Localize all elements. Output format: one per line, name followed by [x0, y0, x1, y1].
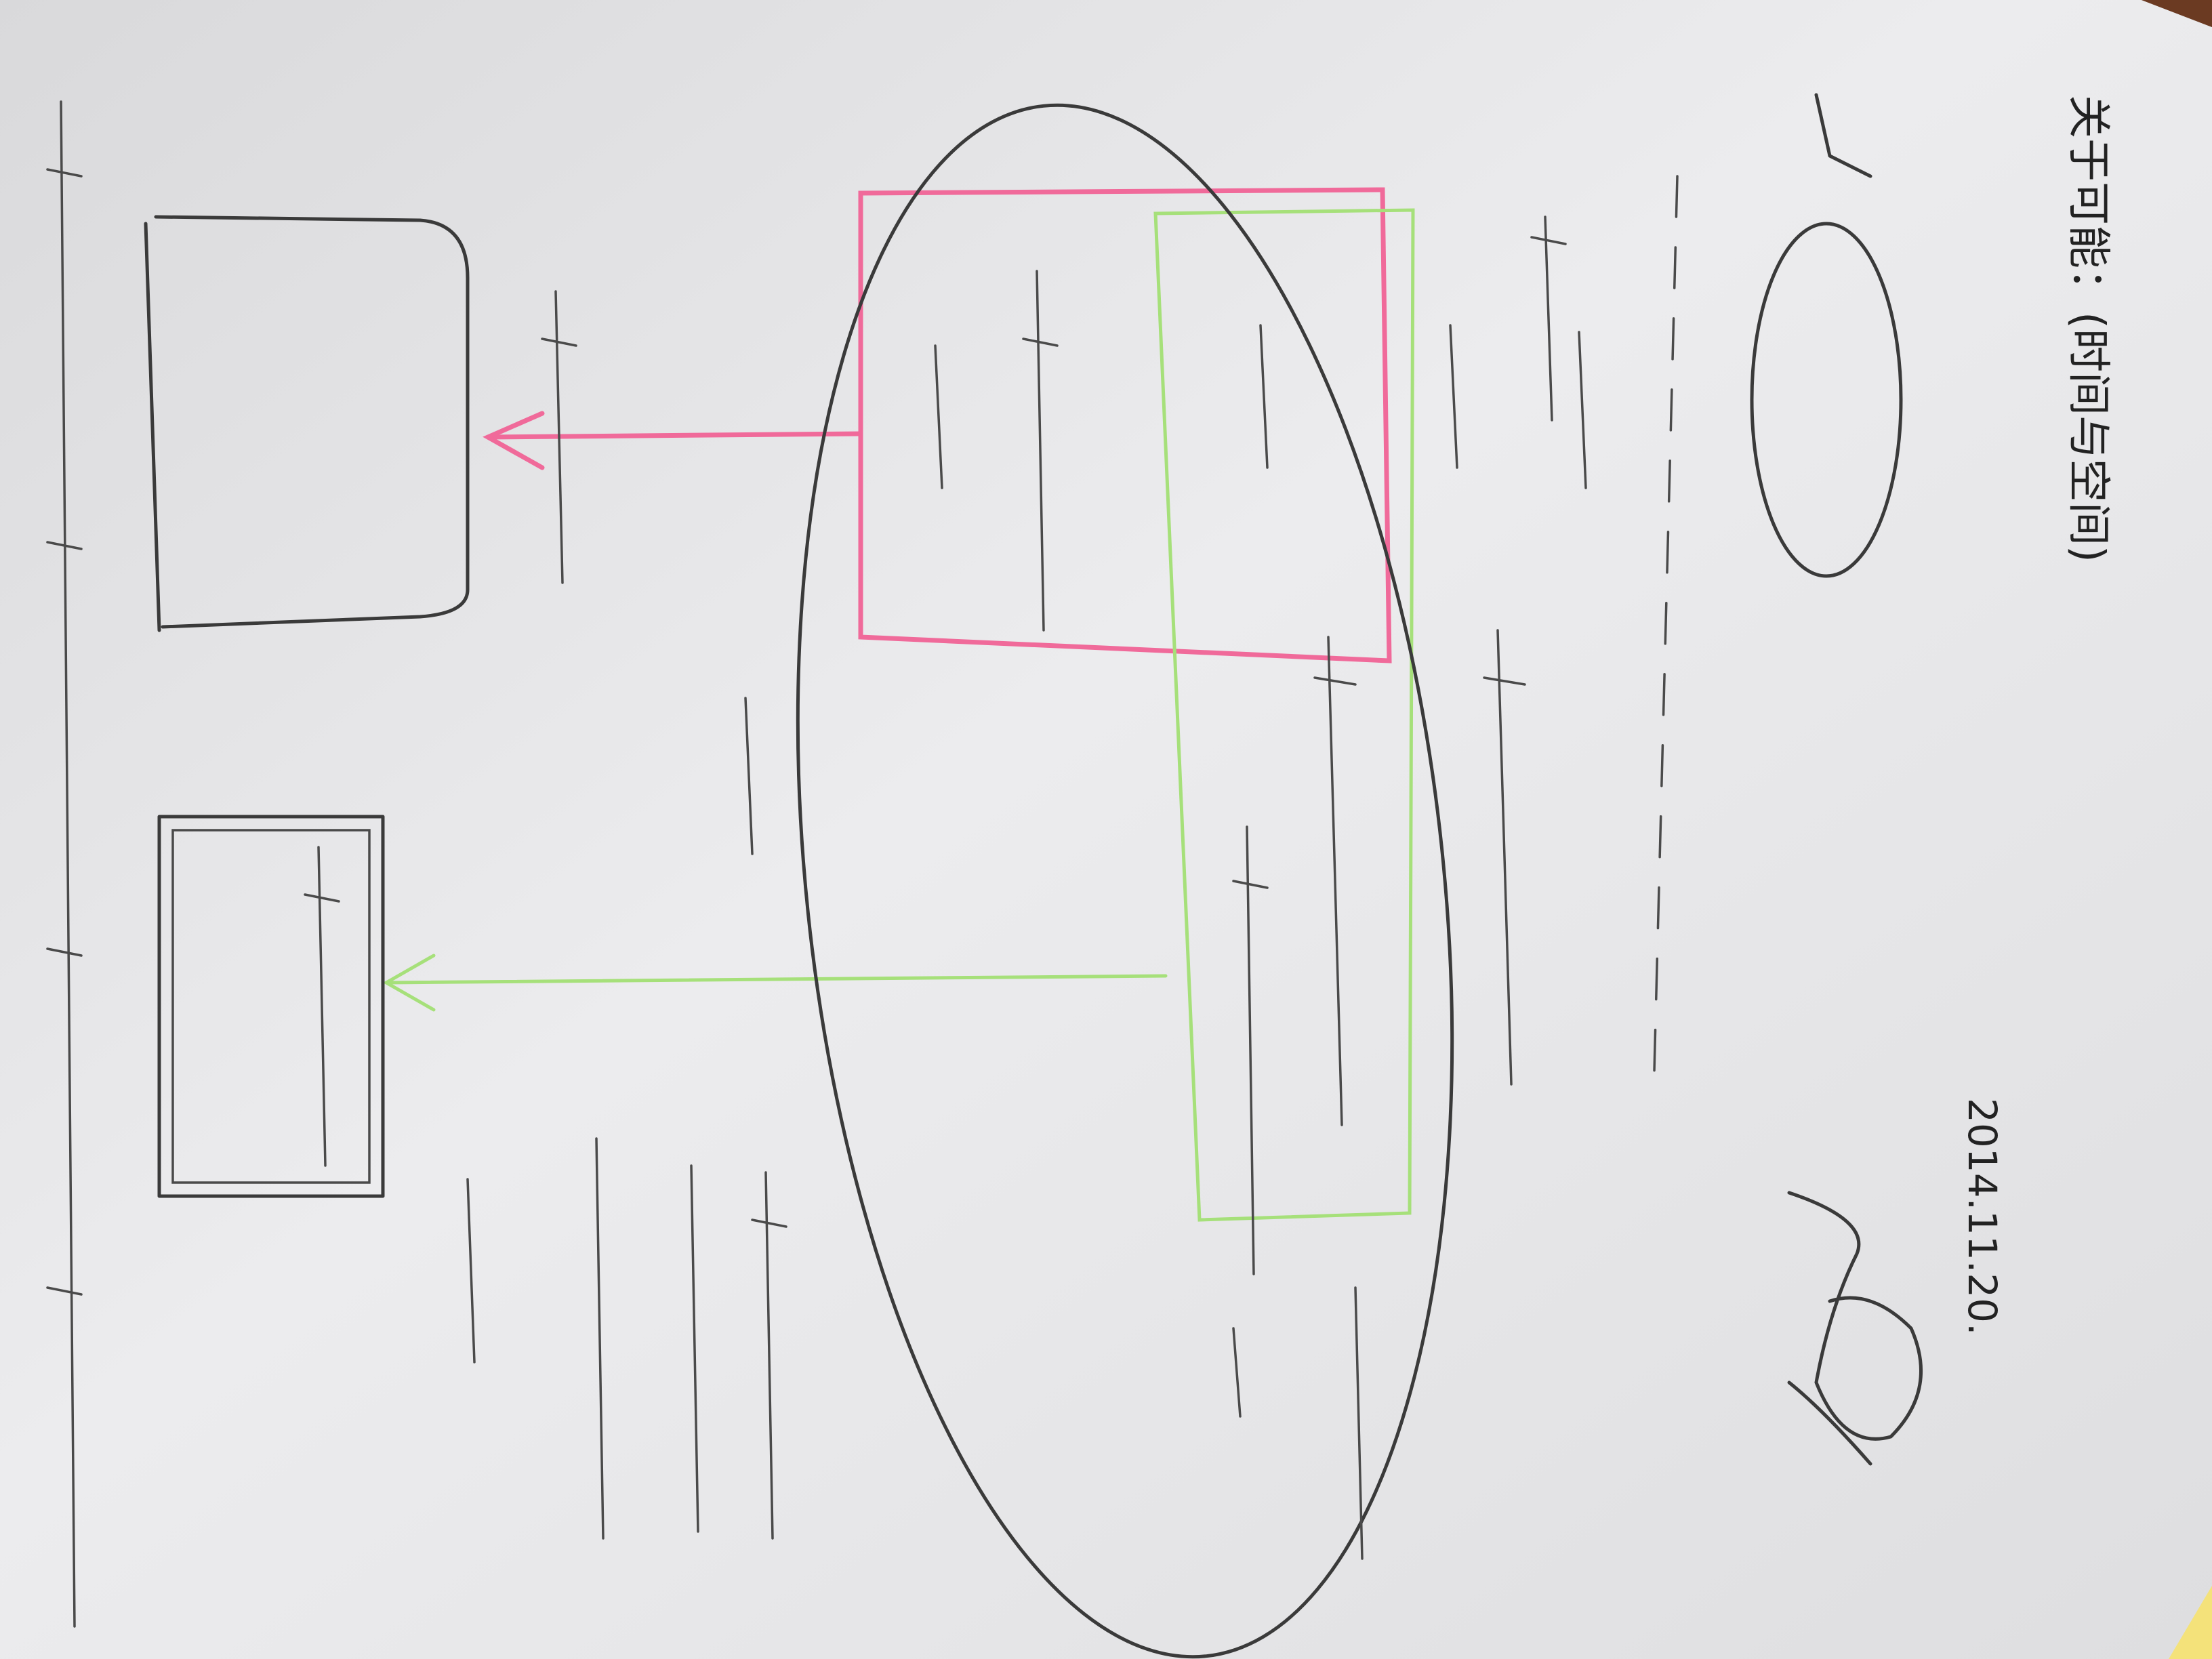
yellow-note-corner	[2169, 1586, 2212, 1659]
wood-corner	[2142, 0, 2212, 27]
